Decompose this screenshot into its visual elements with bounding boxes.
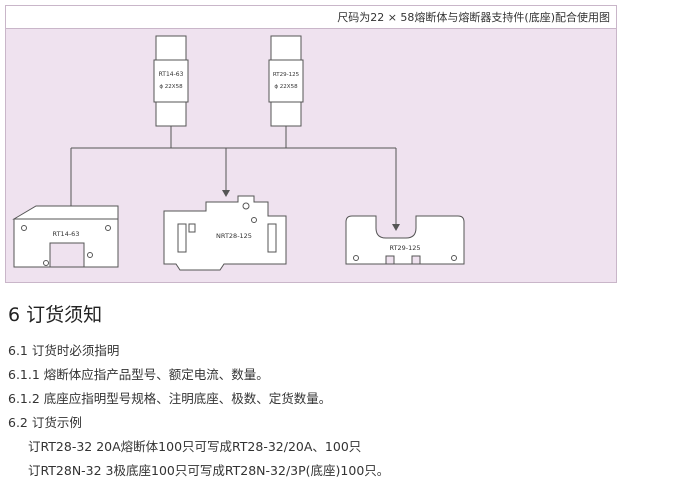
base-left-model: RT14-63: [53, 230, 80, 238]
fuse-rt14-63: RT14-63 ϕ 22X58: [153, 35, 189, 127]
order-item-6-2: 6.2 订货示例: [8, 415, 82, 430]
base-rt14-63: RT14-63: [12, 205, 119, 268]
fuse-right-model: RT29-125: [273, 72, 300, 78]
figure-caption-bar: 尺码为22 × 58熔断体与熔断器支持件(底座)配合使用图: [6, 6, 616, 29]
figure-panel: 尺码为22 × 58熔断体与熔断器支持件(底座)配合使用图 RT14-63 ϕ …: [5, 5, 617, 283]
order-item-6-1-1: 6.1.1 熔断体应指产品型号、额定电流、数量。: [8, 367, 269, 382]
fuse-rt29-125: RT29-125 ϕ 22X58: [268, 35, 304, 127]
section-heading: 6 订货须知: [8, 304, 103, 326]
fuse-left-size: ϕ 22X58: [159, 84, 183, 90]
order-example-2: 订RT28N-32 3极底座100只可写成RT28N-32/3P(底座)100只…: [28, 463, 390, 478]
fuse-right-size: ϕ 22X58: [274, 84, 298, 90]
base-nrt28-125: NRT28-125: [163, 195, 287, 271]
connector-lines: [70, 126, 397, 228]
base-middle-model: NRT28-125: [216, 232, 252, 240]
order-example-1: 订RT28-32 20A熔断体100只可写成RT28-32/20A、100只: [28, 439, 362, 454]
figure-caption: 尺码为22 × 58熔断体与熔断器支持件(底座)配合使用图: [337, 11, 610, 24]
order-item-6-1-2: 6.1.2 底座应指明型号规格、注明底座、极数、定货数量。: [8, 391, 332, 406]
base-right-model: RT29-125: [389, 244, 420, 252]
fuse-left-model: RT14-63: [159, 71, 184, 78]
base-rt29-125: RT29-125: [345, 215, 465, 265]
order-item-6-1: 6.1 订货时必须指明: [8, 343, 120, 358]
fuse-base-diagram: RT14-63 ϕ 22X58 RT29-125 ϕ 22X58: [12, 35, 465, 271]
